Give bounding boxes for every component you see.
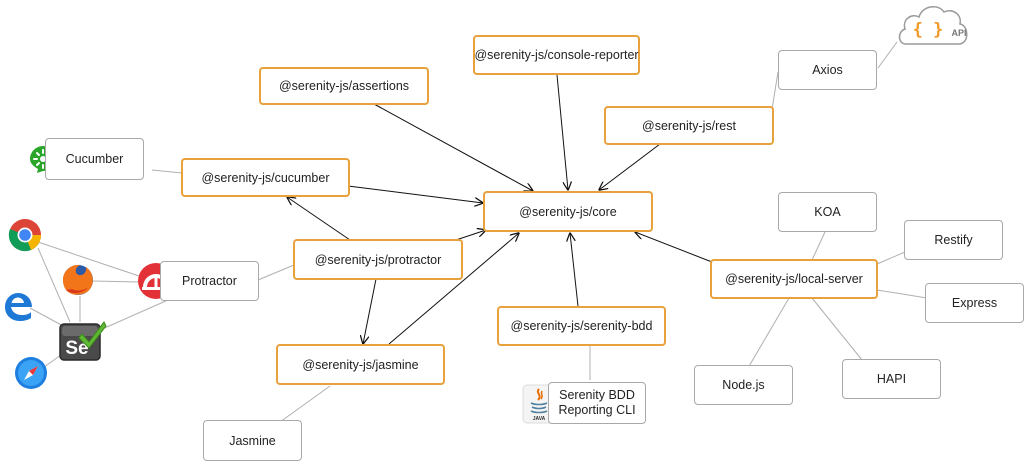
dependency-arrows — [287, 74, 713, 344]
node-hapi[interactable]: HAPI — [842, 359, 941, 399]
node-cucumber[interactable]: @serenity-js/cucumber — [181, 158, 350, 197]
node-core[interactable]: @serenity-js/core — [483, 191, 653, 232]
node-rest[interactable]: @serenity-js/rest — [604, 106, 774, 145]
node-local-server[interactable]: @serenity-js/local-server — [710, 259, 878, 299]
serenity-cli-line1: Serenity BDD — [559, 388, 635, 402]
node-express[interactable]: Express — [925, 283, 1024, 323]
firefox-icon — [63, 264, 93, 295]
node-assertions[interactable]: @serenity-js/assertions — [259, 67, 429, 105]
chrome-icon — [8, 219, 42, 252]
node-jasmine-tool[interactable]: Jasmine — [203, 420, 302, 461]
node-console-reporter[interactable]: @serenity-js/console-reporter — [473, 35, 640, 75]
api-label: API — [951, 28, 966, 38]
selenium-icon: Se — [59, 321, 107, 361]
node-axios[interactable]: Axios — [778, 50, 877, 90]
node-protractor-tool[interactable]: Protractor — [160, 261, 259, 301]
serenity-cli-line2: Reporting CLI — [558, 403, 636, 417]
node-koa[interactable]: KOA — [778, 192, 877, 232]
selenium-label: Se — [65, 338, 88, 359]
node-serenity-bdd[interactable]: @serenity-js/serenity-bdd — [497, 306, 666, 346]
safari-icon — [15, 357, 47, 389]
api-cloud-icon: { } API — [898, 5, 968, 45]
node-serenity-cli[interactable]: Serenity BDD Reporting CLI — [548, 382, 646, 424]
edge-icon — [5, 293, 32, 321]
node-restify[interactable]: Restify — [904, 220, 1003, 260]
node-protractor[interactable]: @serenity-js/protractor — [293, 239, 463, 280]
java-label: JAVA — [533, 416, 546, 422]
node-nodejs[interactable]: Node.js — [694, 365, 793, 405]
api-braces: { } — [913, 20, 944, 40]
node-jasmine[interactable]: @serenity-js/jasmine — [276, 344, 445, 385]
node-cucumber-tool[interactable]: Cucumber — [45, 138, 144, 180]
